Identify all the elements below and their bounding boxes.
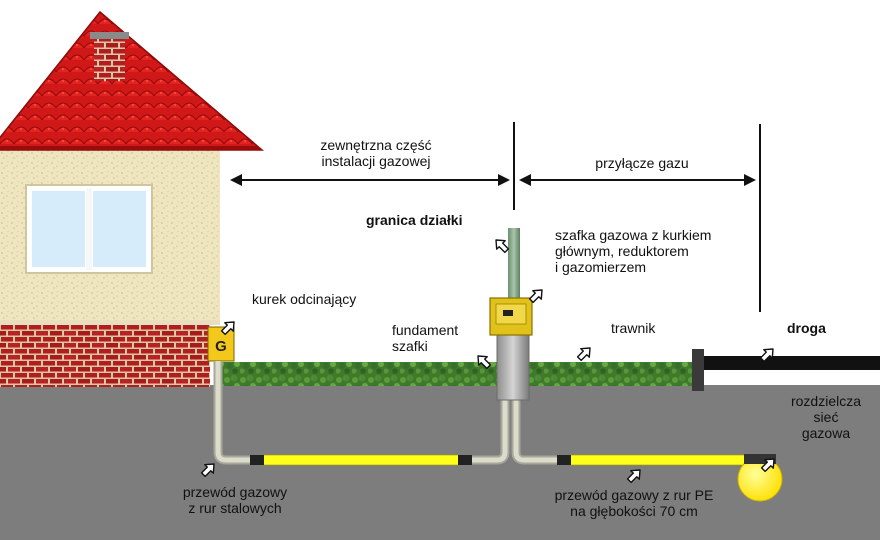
distribution-network-label: rozdzielcza sieć gazowa — [790, 393, 862, 441]
shutoff-valve-pointer-icon — [220, 321, 235, 336]
foundation-pointer-icon — [477, 355, 492, 370]
cabinet-foundation-label: fundament szafki — [392, 322, 459, 354]
brick-base — [0, 323, 210, 387]
house-roof — [0, 10, 265, 151]
dimension-lines — [230, 122, 761, 312]
lawn-pointer-icon — [576, 347, 591, 362]
shutoff-valve-label: kurek odcinający — [252, 291, 357, 307]
lawn-label: trawnik — [611, 320, 656, 336]
external-part-label: zewnętrzna część instalacji gazowej — [320, 137, 432, 169]
boundary-post — [508, 228, 520, 300]
shutoff-valve-box — [207, 326, 235, 362]
chimney — [94, 37, 125, 81]
road-label: droga — [787, 320, 826, 336]
steel-pipeline-pointer-icon — [200, 463, 215, 478]
distribution-pointer-icon — [760, 458, 775, 473]
gas-connection-label: przyłącze gazu — [595, 155, 689, 171]
road-curb — [692, 349, 704, 391]
house — [0, 10, 265, 387]
gas-cabinet-pointer-icon — [528, 289, 543, 304]
pe-pipeline-label: przewód gazowy z rur PE na głębokości 70… — [554, 487, 714, 519]
steel-pipe-sleeve — [261, 454, 461, 466]
pointer-arrows — [200, 239, 775, 484]
lawn-strip — [215, 362, 695, 386]
pe-pipe-sleeve — [569, 454, 761, 466]
steel-pipeline-label: przewód gazowy z rur stalowych — [182, 484, 288, 516]
cabinet-foundation — [496, 332, 530, 401]
pe-pipeline-pointer-icon — [626, 469, 641, 484]
plot-boundary-label: granica działki — [366, 212, 463, 228]
road-pointer-icon — [759, 348, 774, 363]
plot-boundary-pointer-icon — [495, 239, 510, 254]
gas-cabinet-label: szafka gazowa z kurkiem głównym, redukto… — [555, 227, 712, 275]
road — [700, 356, 880, 370]
valve-marker-text: G — [215, 338, 227, 355]
